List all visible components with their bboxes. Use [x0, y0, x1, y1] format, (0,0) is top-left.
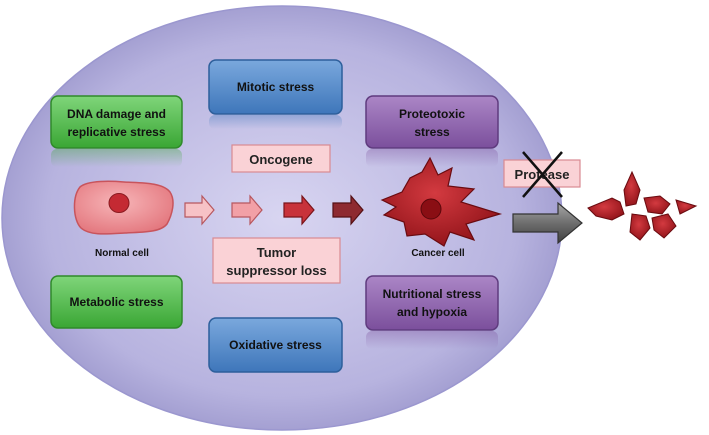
- stress-label-nutritional-line1: Nutritional stress: [383, 287, 482, 301]
- tumor-suppressor-label-box: Tumor suppressor loss: [212, 237, 341, 284]
- progression-arrows: [184, 194, 364, 226]
- stress-box-mitotic: Mitotic stress: [208, 59, 343, 115]
- arrow-step-3: [283, 194, 315, 226]
- protease-label-box: Protease: [503, 151, 581, 198]
- inhibition-cross-icon: [522, 151, 563, 198]
- tumor-suppressor-label-line2: suppressor loss: [226, 263, 326, 278]
- normal-cell-nucleus: [108, 193, 130, 213]
- cell-death-arrow: [512, 201, 583, 245]
- tumor-suppressor-label-line1: Tumor: [257, 245, 296, 260]
- stress-label-dna-line2: replicative stress: [67, 125, 165, 139]
- cancer-cell-label: Cancer cell: [411, 248, 465, 259]
- oncogene-label-box: Oncogene: [231, 144, 331, 173]
- stress-label-metabolic: Metabolic stress: [69, 295, 163, 309]
- cancer-cell: Cancer cell: [380, 156, 503, 259]
- stress-box-metabolic: Metabolic stress: [50, 275, 183, 329]
- stress-label-dna-line1: DNA damage and: [67, 107, 166, 121]
- stress-box-oxidative: Oxidative stress: [208, 317, 343, 373]
- fragmented-cancer-cell: [587, 170, 698, 241]
- stress-box-dna: DNA damage and replicative stress: [50, 95, 183, 149]
- stress-box-nutritional: Nutritional stress and hypoxia: [365, 275, 499, 331]
- normal-cell: Normal cell: [73, 180, 174, 259]
- cancer-cell-nucleus: [420, 198, 442, 220]
- arrow-step-4: [332, 194, 364, 226]
- stress-label-nutritional-line2: and hypoxia: [397, 305, 467, 319]
- normal-cell-label: Normal cell: [95, 248, 149, 259]
- stress-label-proteotoxic-line1: Proteotoxic: [399, 107, 465, 121]
- arrow-step-2: [231, 194, 263, 226]
- stress-label-proteotoxic-line2: stress: [414, 125, 450, 139]
- arrow-step-1: [184, 194, 215, 226]
- stress-label-oxidative: Oxidative stress: [229, 338, 322, 352]
- stress-box-proteotoxic: Proteotoxic stress: [365, 95, 499, 149]
- stress-label-mitotic: Mitotic stress: [237, 80, 315, 94]
- oncogene-label: Oncogene: [249, 152, 313, 167]
- box-reflections: [51, 115, 498, 349]
